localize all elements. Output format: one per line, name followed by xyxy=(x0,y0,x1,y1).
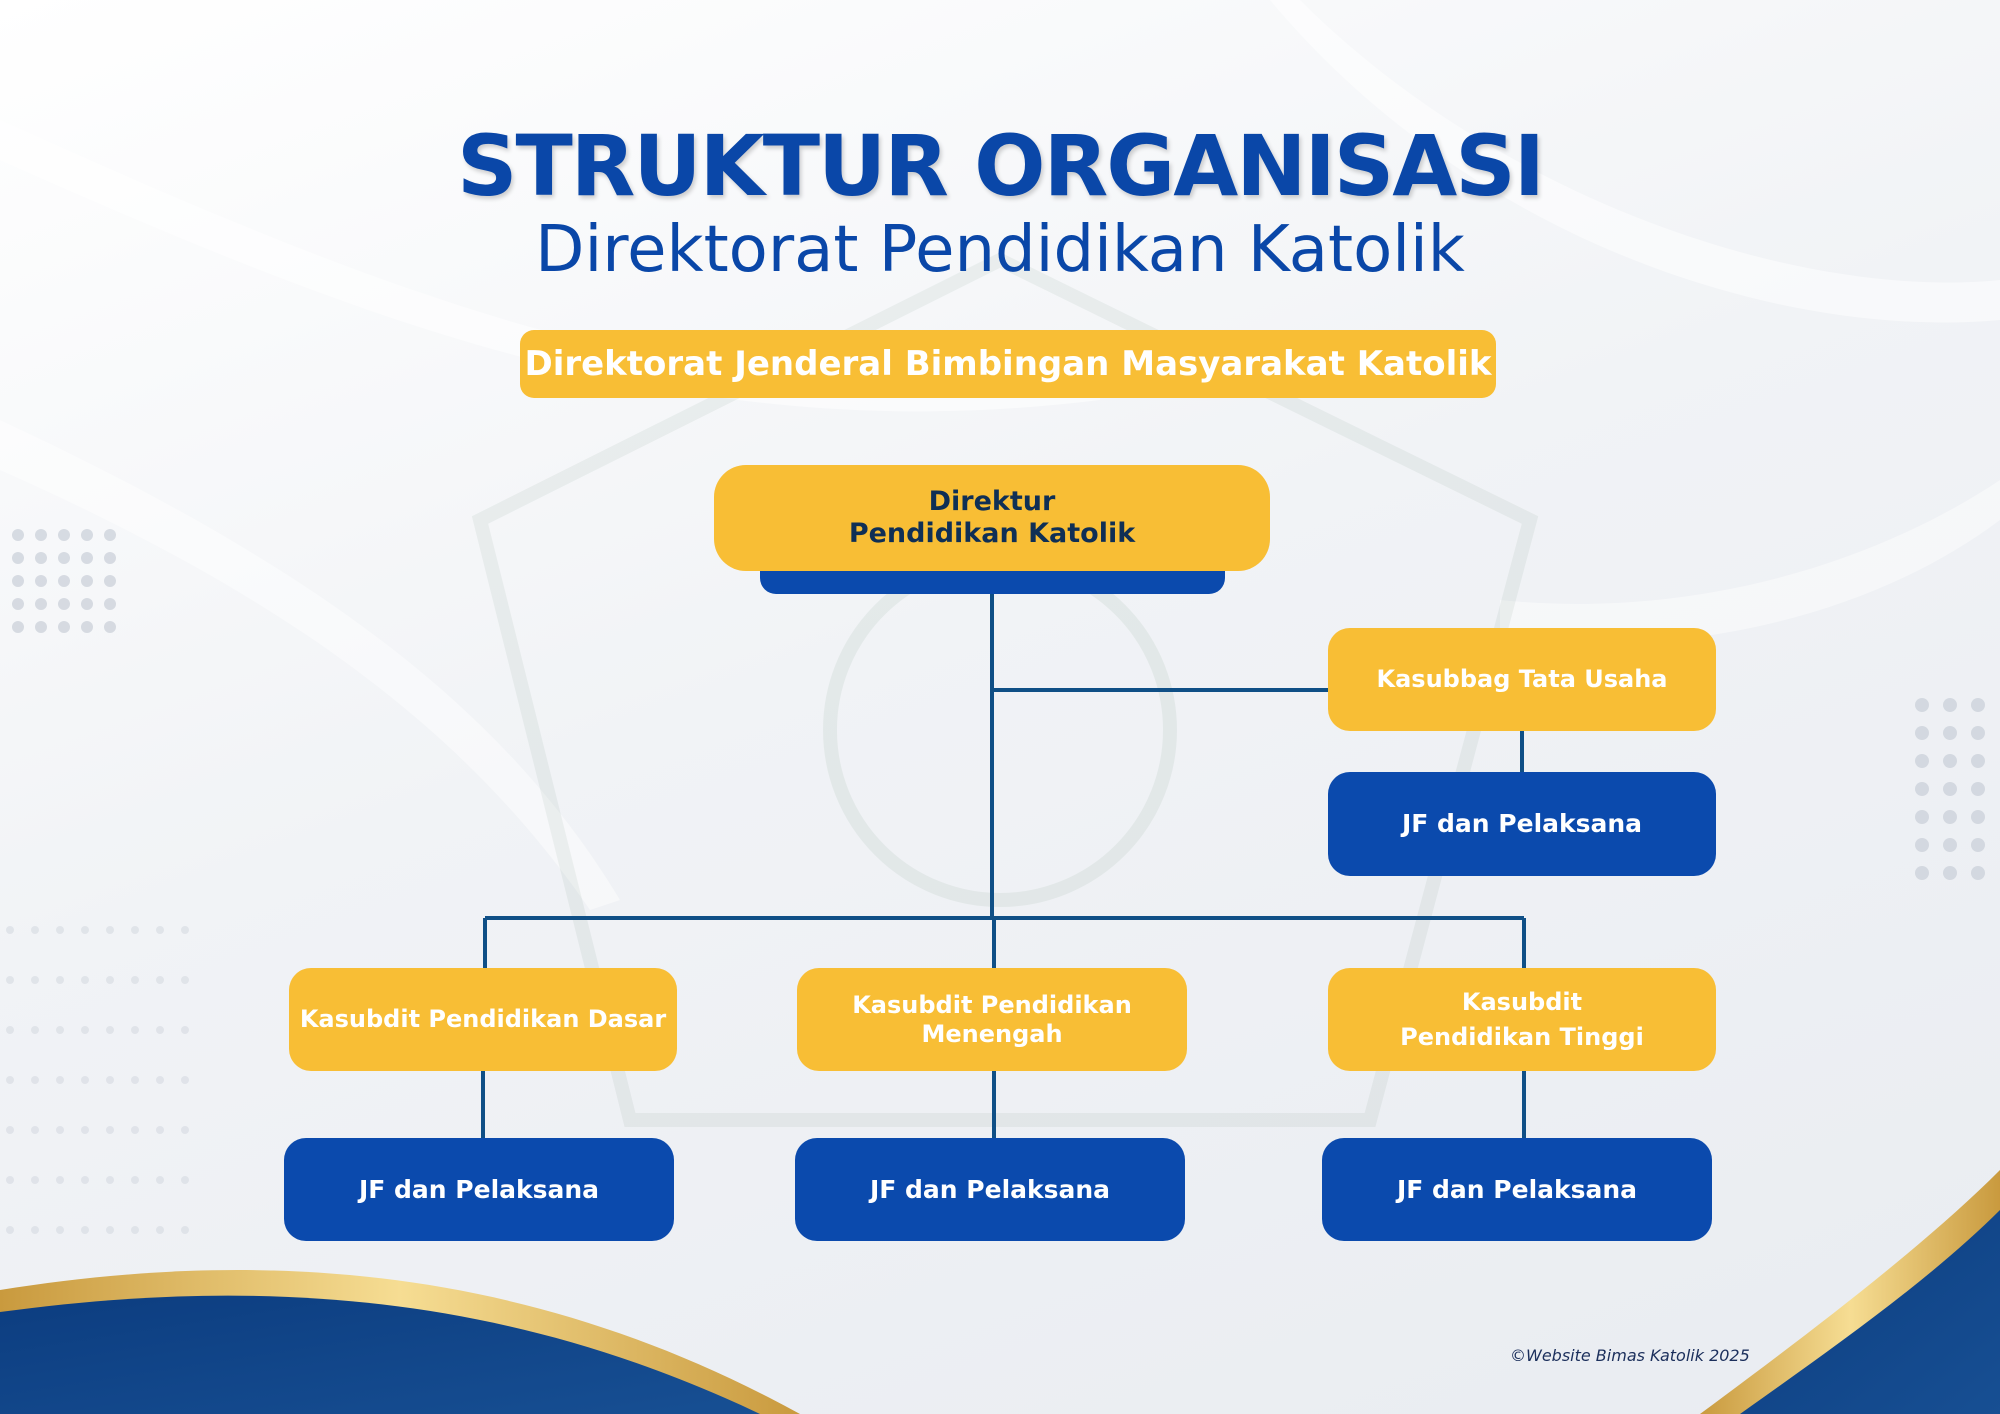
node-direktur: Direktur Pendidikan Katolik xyxy=(714,465,1270,571)
node-kasubdit-tinggi-line2: Pendidikan Tinggi xyxy=(1400,1022,1644,1051)
node-kasubdit-pendidikan-dasar: Kasubdit Pendidikan Dasar xyxy=(289,968,677,1071)
dot-grid-left xyxy=(12,529,116,633)
node-jf-pendidikan-menengah: JF dan Pelaksana xyxy=(795,1138,1185,1241)
node-kasubbag-tata-usaha: Kasubbag Tata Usaha xyxy=(1328,628,1716,731)
footer-copyright: ©Website Bimas Katolik 2025 xyxy=(1510,1346,1750,1365)
connector-lines xyxy=(481,594,1526,1138)
node-kasubdit-menengah-line1: Kasubdit Pendidikan xyxy=(852,991,1132,1020)
node-kasubdit-pendidikan-menengah: Kasubdit Pendidikan Menengah xyxy=(797,968,1187,1071)
page-title: STRUKTUR ORGANISASI xyxy=(456,117,1545,215)
bottom-wave-right-navy xyxy=(1740,1210,2000,1414)
dot-field-bottom-left xyxy=(6,926,189,1234)
node-direktur-line1: Direktur xyxy=(928,486,1056,518)
dot-grid-right xyxy=(1915,698,1985,880)
node-jf-pendidikan-tinggi: JF dan Pelaksana xyxy=(1322,1138,1712,1241)
copyright-icon: © xyxy=(1510,1346,1526,1365)
node-kasubdit-pendidikan-tinggi: Kasubdit Pendidikan Tinggi xyxy=(1328,968,1716,1071)
node-jf-pendidikan-dasar: JF dan Pelaksana xyxy=(284,1138,674,1241)
node-kasubdit-tinggi-line1: Kasubdit xyxy=(1461,987,1583,1016)
parent-unit-banner: Direktorat Jenderal Bimbingan Masyarakat… xyxy=(520,330,1496,398)
bottom-wave-left-navy xyxy=(0,1295,760,1414)
node-kasubdit-menengah-line2: Menengah xyxy=(921,1019,1063,1048)
page-subtitle: Direktorat Pendidikan Katolik xyxy=(535,213,1465,287)
node-jf-tata-usaha: JF dan Pelaksana xyxy=(1328,772,1716,876)
footer-copyright-text: Website Bimas Katolik 2025 xyxy=(1526,1346,1750,1365)
node-direktur-line2: Pendidikan Katolik xyxy=(848,518,1136,549)
